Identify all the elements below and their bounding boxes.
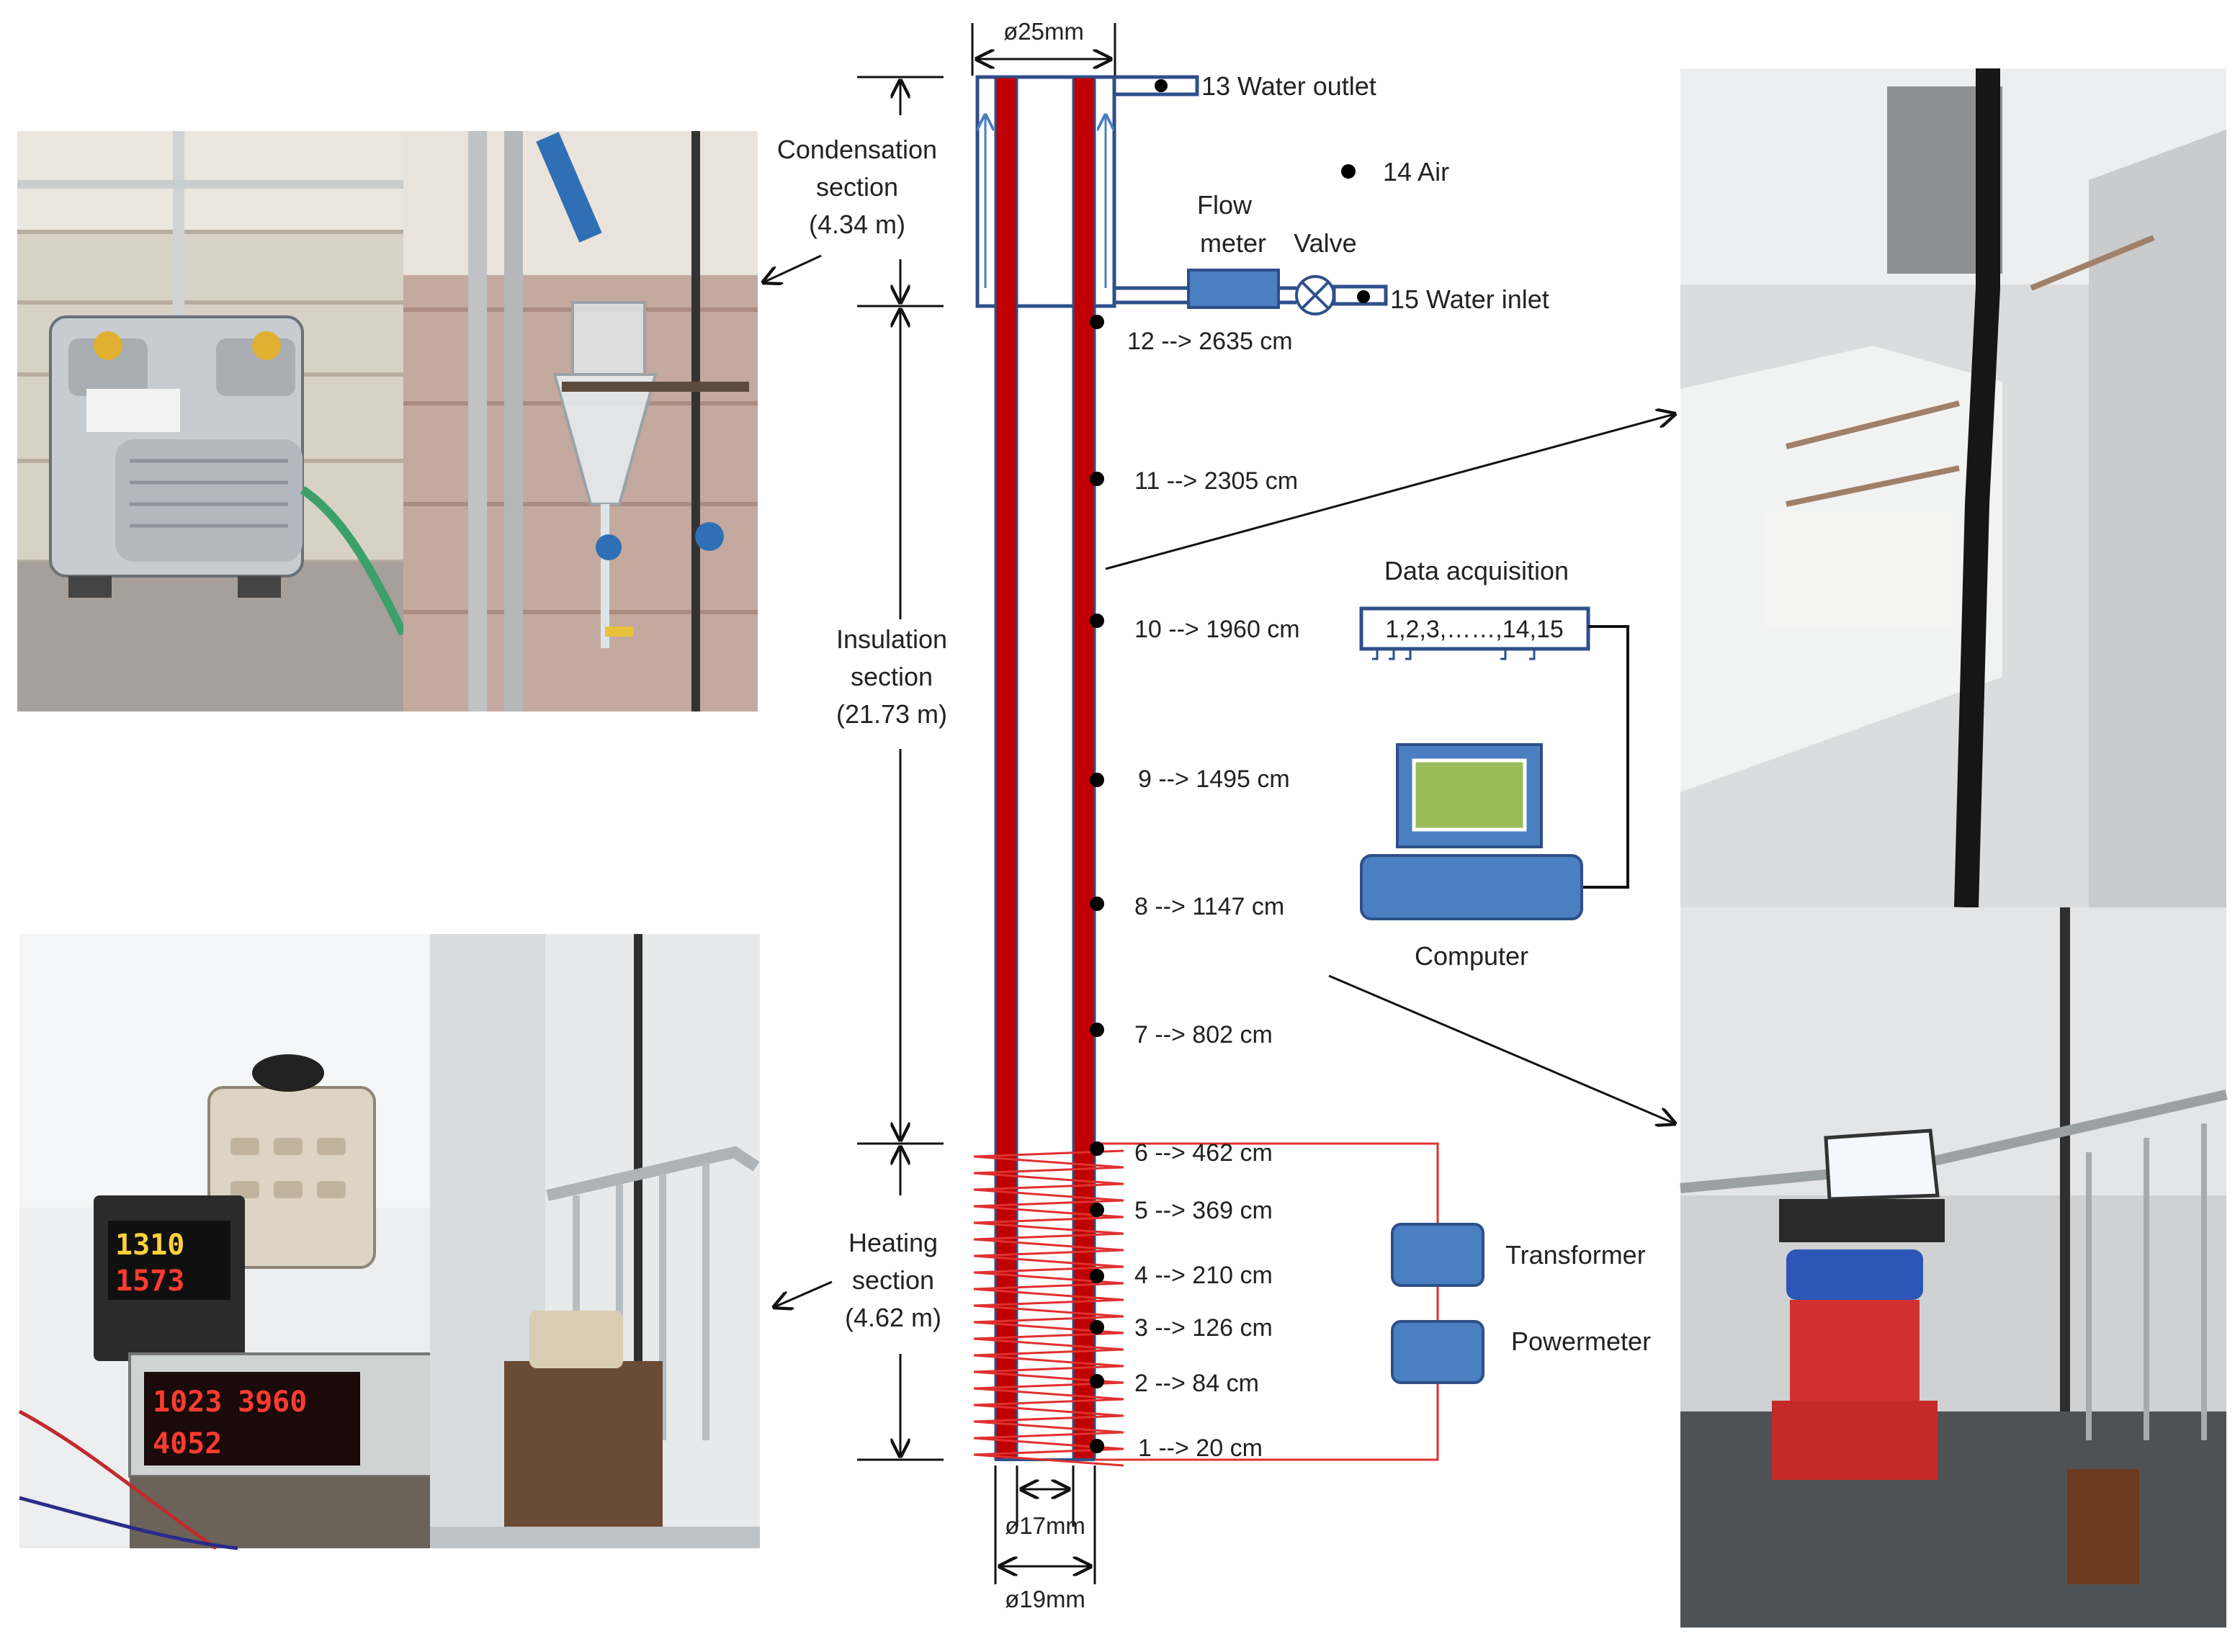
powermeter-readout-c: 4052	[153, 1427, 222, 1460]
top-diameter-label: ø25mm	[1003, 18, 1084, 45]
insulation-section-line1: Insulation	[836, 624, 947, 654]
air-label: 14 Air	[1383, 157, 1449, 187]
point-dot-7	[1090, 1023, 1104, 1037]
point-dot-3	[1090, 1320, 1104, 1334]
transformer-box	[1391, 1223, 1484, 1287]
controller-top-readout: 1310	[115, 1229, 184, 1262]
heating-section-line1: Heating	[848, 1228, 938, 1257]
photo-vacuum-pump	[17, 131, 408, 711]
point-dot-11	[1090, 472, 1104, 486]
point-label-9: 9 --> 1495 cm	[1138, 766, 1290, 793]
point-dot-2	[1090, 1374, 1104, 1388]
condensation-section-line2: section	[816, 172, 898, 202]
heating-coil	[973, 1149, 1124, 1467]
point-label-8: 8 --> 1147 cm	[1134, 893, 1284, 920]
powermeter-label: Powermeter	[1511, 1326, 1651, 1356]
point-label-3: 3 --> 126 cm	[1134, 1314, 1273, 1342]
computer-screen	[1412, 758, 1527, 832]
point-label-4: 4 --> 210 cm	[1134, 1262, 1273, 1289]
water-inlet-label: 15 Water inlet	[1390, 284, 1549, 314]
point-label-12: 12 --> 2635 cm	[1127, 328, 1293, 355]
computer-label: Computer	[1415, 941, 1528, 971]
controller-bottom-readout: 1573	[115, 1265, 184, 1298]
point-dot-12	[1090, 315, 1104, 329]
powermeter-readout-a: 1023	[153, 1386, 222, 1419]
outer-diameter-label: ø19mm	[1005, 1586, 1085, 1612]
point-label-2: 2 --> 84 cm	[1134, 1370, 1259, 1397]
heating-section-line3: (4.62 m)	[845, 1303, 941, 1332]
flow-meter-label-line1: Flow	[1197, 190, 1253, 220]
computer-keyboard	[1360, 854, 1583, 920]
point-label-6: 6 --> 462 cm	[1134, 1139, 1273, 1167]
point-dot-6	[1090, 1141, 1104, 1156]
condensation-section-line1: Condensation	[777, 135, 937, 164]
photo-power-equipment: 1310 1573 1023 3960 4052	[18, 934, 434, 1550]
data-acquisition-label: Data acquisition	[1384, 556, 1569, 585]
transformer-label: Transformer	[1505, 1240, 1646, 1270]
point-dot-9	[1090, 773, 1104, 787]
point-dot-5	[1090, 1203, 1104, 1217]
heating-section-line2: section	[852, 1265, 934, 1295]
powermeter-readout-b: 3960	[238, 1386, 307, 1419]
point-label-5: 5 --> 369 cm	[1134, 1197, 1273, 1224]
data-acquisition-channels: 1,2,3,……,14,15	[1385, 616, 1564, 643]
point-label-11: 11 --> 2305 cm	[1134, 467, 1298, 495]
insulation-section-line3: (21.73 m)	[836, 699, 947, 729]
flow-meter-box	[1187, 269, 1280, 309]
point-dot-4	[1090, 1269, 1104, 1283]
flow-meter-label-line2: meter	[1200, 228, 1266, 258]
point-label-10: 10 --> 1960 cm	[1134, 616, 1300, 643]
data-acquisition-box	[1359, 606, 1590, 651]
photo-separator-funnel	[403, 131, 758, 711]
heat-pipe-schematic: ø25mm 13 Water outlet 14 Air 15 Water in…	[763, 18, 1675, 1612]
water-outlet-label: 13 Water outlet	[1201, 71, 1376, 101]
powermeter-box	[1391, 1320, 1484, 1384]
measurement-points: 12 --> 2635 cm 11 --> 2305 cm 10 --> 196…	[1090, 315, 1300, 1462]
point-dot-1	[1090, 1439, 1104, 1453]
point-dot-10	[1090, 614, 1104, 628]
point-label-7: 7 --> 802 cm	[1134, 1021, 1273, 1049]
valve-label: Valve	[1294, 228, 1356, 258]
condensation-section-line3: (4.34 m)	[809, 210, 905, 239]
insulation-section-line2: section	[851, 662, 933, 691]
point-dot-8	[1090, 897, 1104, 911]
photo-data-acquisition-setup	[1680, 907, 2228, 1628]
point-label-1: 1 --> 20 cm	[1138, 1435, 1263, 1462]
photo-stairwell-pipe	[1680, 68, 2226, 908]
photo-staircase-setup	[430, 934, 760, 1548]
inner-diameter-label: ø17mm	[1005, 1512, 1085, 1539]
